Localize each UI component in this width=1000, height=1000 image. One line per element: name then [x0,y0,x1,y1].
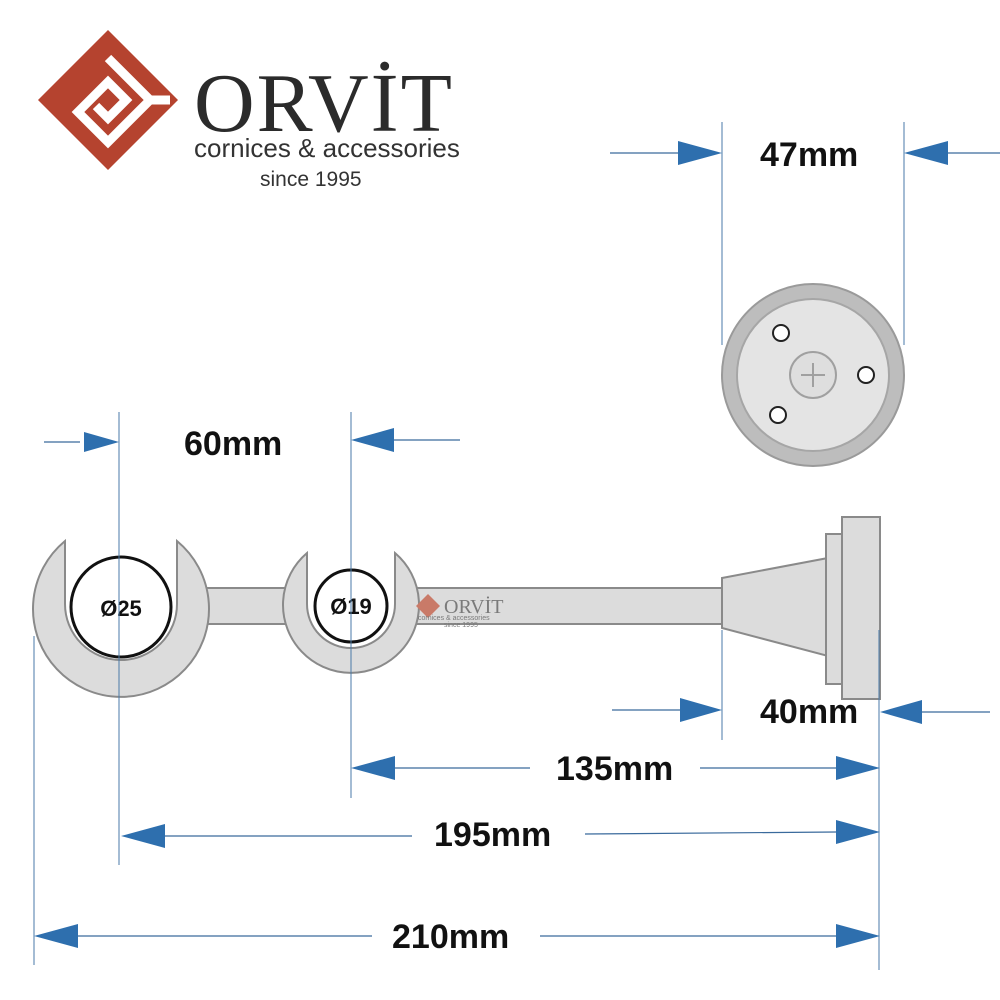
watermark-name: ORVİT [444,595,504,618]
arrow-left-icon [121,824,165,848]
arrow-right-icon [84,432,119,452]
arrow-right-icon [836,820,880,844]
main-arm [404,587,728,625]
dimension-top-width: 47mm [610,122,1000,345]
arrow-left-icon [351,428,394,452]
brand-logo: ORVİT cornices & accessories since 1995 [38,30,460,191]
arrow-left-icon [904,141,948,165]
arm-watermark: ORVİT cornices & accessories since 1995 [416,594,504,629]
arrow-left-icon [34,924,78,948]
dimension-inner-to-wall: 135mm [351,750,880,788]
dimension-spacing: 60mm [44,412,460,865]
arrow-right-icon [836,924,880,948]
label-total-length: 210mm [392,918,509,956]
logo-diamond-icon [38,30,178,170]
dimension-outer-to-wall: 195mm [121,816,880,854]
label-outer-to-wall: 195mm [434,816,551,854]
mounting-hole [772,324,790,342]
label-inner-to-wall: 135mm [556,750,673,788]
label-top-width: 47mm [760,136,858,174]
arrow-right-icon [836,756,880,780]
brand-since: since 1995 [260,168,362,191]
dimension-total-length: 210mm [33,636,880,965]
arrow-left-icon [880,700,922,724]
bracket-side-view: Ø25 Ø19 ORVİT cornices & accessories sin… [32,516,881,700]
label-base-depth: 40mm [760,693,858,731]
label-spacing: 60mm [184,425,282,463]
brand-name: ORVİT [194,57,454,150]
arrow-right-icon [680,698,722,722]
large-rod-circle [69,555,173,659]
large-ring-holder [32,538,210,698]
watermark-tagline: cornices & accessories [418,615,490,622]
connector-rod [197,587,297,625]
label-large-diameter: Ø25 [100,596,142,621]
mounting-hole [857,366,875,384]
arrow-right-icon [678,141,722,165]
cone-base [721,556,829,658]
brand-tagline: cornices & accessories [194,133,460,163]
watermark-since: since 1995 [444,622,478,629]
arrow-left-icon [351,756,395,780]
dimension-base-depth: 40mm [612,630,990,970]
small-ring-holder [282,550,420,674]
end-view-plate [721,283,905,467]
mounting-hole [769,406,787,424]
wall-plate [841,516,881,700]
